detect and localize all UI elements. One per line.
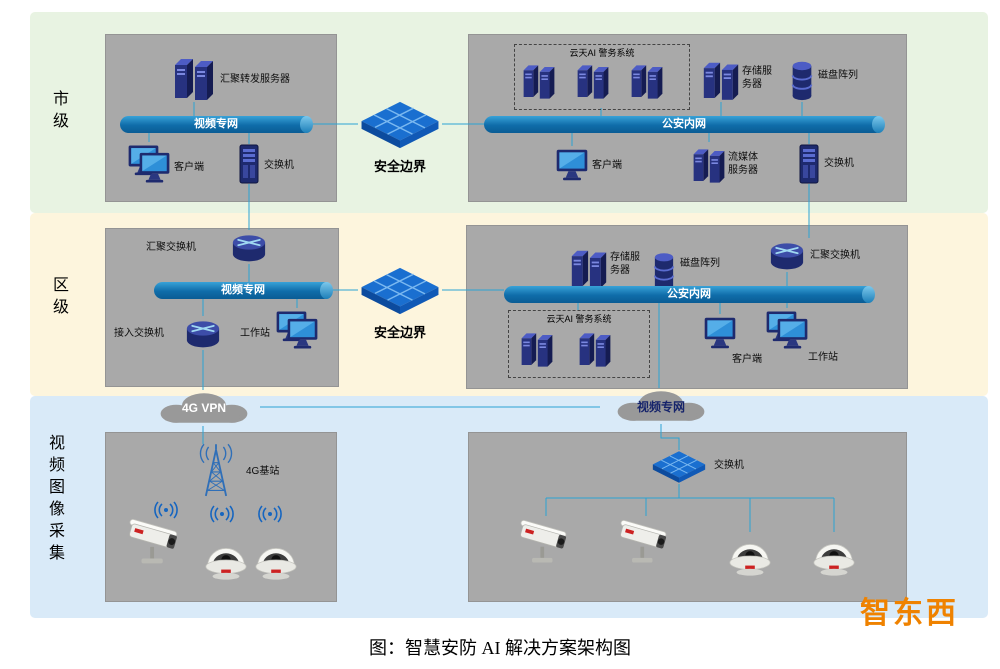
capture-switch-label: 交换机 (714, 460, 744, 471)
access-switch-label: 接入交换机 (114, 328, 164, 339)
dome-camera-icon (810, 532, 858, 578)
diagram-caption: 图：智慧安防 AI 解决方案架构图 (369, 638, 631, 658)
switch-label: 交换机 (264, 160, 294, 171)
access-switch-icon (182, 316, 224, 350)
aggregation-switch-label: 汇聚交换机 (810, 250, 860, 261)
wifi-signal-icon (208, 504, 236, 524)
vpn-cloud: 4G VPN (148, 390, 260, 426)
ai-server-icon (522, 58, 556, 102)
security-boundary-icon (358, 100, 442, 150)
aggregation-server-icon (172, 52, 216, 102)
workstation-label: 工作站 (240, 328, 270, 339)
watermark-logo: 智东西 (860, 597, 959, 630)
switch-cabinet-icon (797, 144, 821, 184)
ai-server-icon (576, 58, 610, 102)
district-video-network-bar: 视频专网 (154, 282, 333, 299)
switch-cabinet-icon (237, 144, 261, 184)
wifi-signal-icon (256, 504, 284, 524)
dome-camera-icon (252, 536, 300, 582)
ai-server-icon (578, 326, 612, 370)
aggregation-server-label: 汇聚转发服务器 (220, 74, 290, 85)
disk-array-icon (788, 58, 816, 102)
bullet-camera-icon (514, 516, 578, 570)
media-server-icon (692, 142, 726, 186)
base-station-label: 4G基站 (246, 466, 280, 477)
dome-camera-icon (202, 536, 250, 582)
client-label: 客户端 (174, 162, 204, 173)
disk-array-label: 磁盘阵列 (680, 258, 720, 269)
aggregation-switch-label: 汇聚交换机 (146, 242, 196, 253)
storage-server-label: 存储服务器 (742, 66, 772, 90)
bullet-camera-icon (124, 514, 188, 572)
client-label: 客户端 (732, 354, 762, 365)
ai-system-label: 云天AI 警务系统 (546, 314, 612, 324)
client-monitor-icon (126, 142, 172, 186)
workstation-label: 工作站 (808, 352, 838, 363)
security-boundary-icon (358, 266, 442, 316)
base-station-tower-icon (192, 442, 240, 500)
video-network-cloud: 视频专网 (600, 388, 722, 424)
aggregation-switch-icon (766, 238, 808, 272)
dome-camera-icon (726, 532, 774, 578)
client-monitor-icon (702, 314, 738, 352)
storage-server-icon (570, 244, 608, 290)
client-monitor-icon (554, 146, 590, 184)
aggregation-switch-icon (228, 230, 270, 264)
band-label-capture: 视频图像采集 (46, 434, 63, 566)
ai-server-icon (520, 326, 554, 370)
security-boundary-label: 安全边界 (373, 159, 426, 174)
security-boundary-label: 安全边界 (373, 325, 426, 340)
capture-switch-icon (650, 450, 708, 484)
workstation-monitor-icon (274, 308, 320, 352)
city-video-network-bar: 视频专网 (120, 116, 313, 133)
band-label-city: 市级 (50, 90, 67, 134)
disk-array-label: 磁盘阵列 (818, 70, 858, 81)
ai-server-icon (630, 58, 664, 102)
city-intranet-bar: 公安内网 (484, 116, 885, 133)
district-intranet-bar: 公安内网 (504, 286, 875, 303)
storage-server-icon (702, 56, 740, 102)
storage-server-label: 存储服务器 (610, 252, 640, 276)
switch-label: 交换机 (824, 158, 854, 169)
band-label-district: 区级 (50, 276, 67, 320)
video-network-cloud-label: 视频专网 (636, 399, 685, 414)
vpn-cloud-label: 4G VPN (181, 401, 226, 415)
workstation-monitor-icon (764, 308, 810, 352)
client-label: 客户端 (592, 160, 622, 171)
media-server-label: 流媒体服务器 (728, 152, 758, 176)
bullet-camera-icon (614, 516, 678, 570)
ai-system-label: 云天AI 警务系统 (569, 48, 635, 58)
